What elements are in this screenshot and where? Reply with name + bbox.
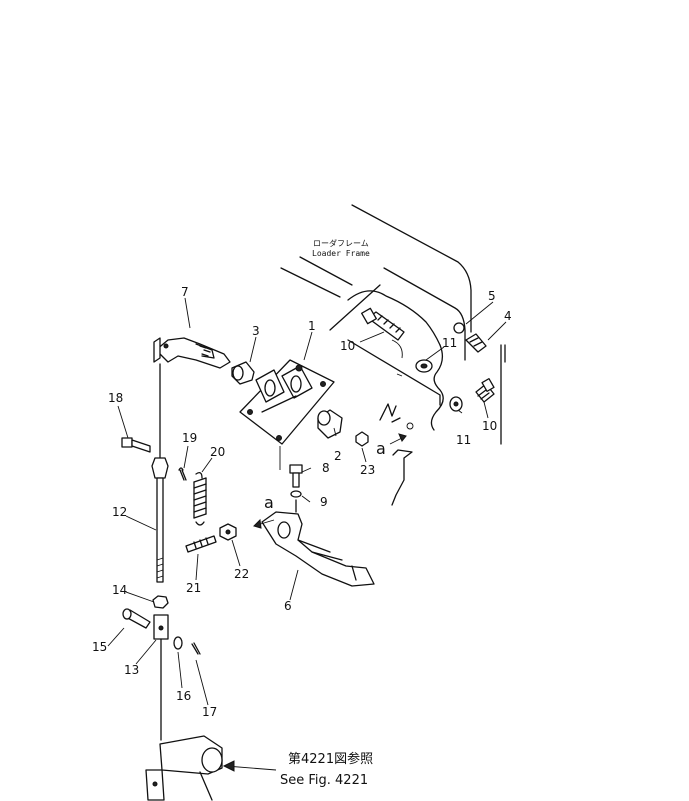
nut-11-right [449,396,463,412]
callout-12: 12 [112,505,127,519]
link-wire [379,403,414,430]
bushing-2 [317,409,343,439]
bolt-10-right [475,378,495,403]
callout-17: 17 [202,705,217,719]
callout-15: 15 [92,640,107,654]
see-fig-arrow [222,760,277,772]
bracket-1 [239,359,335,445]
connection-marker-right: a [376,439,386,458]
nut-11-upper [415,359,433,373]
callout-10-right: 10 [482,419,497,433]
washer-16 [173,636,183,650]
connection-arrow-right [389,433,407,445]
pin-15 [122,608,151,629]
bushing-3 [231,361,255,385]
callout-10-upper: 10 [340,339,355,353]
connection-marker-left: a [264,493,274,512]
leader-lines [107,297,507,706]
callout-9: 9 [320,495,328,509]
connection-arrow-left [253,518,275,529]
frame-label-japanese: ローダフレーム [313,238,369,248]
see-fig-english: See Fig. 4221 [280,773,368,788]
spring-20 [193,472,207,526]
nut-14 [152,595,169,609]
nut-23 [355,431,369,447]
bolt-21 [185,535,217,553]
callout-19: 19 [182,431,197,445]
see-fig-japanese: 第4221図参照 [288,751,373,767]
callout-6: 6 [284,599,292,613]
washer-9 [290,490,302,498]
callout-2: 2 [334,449,342,463]
bolt-4 [465,333,487,353]
callout-7: 7 [181,285,189,299]
lower-lever [145,735,223,801]
callout-21: 21 [186,581,201,595]
callout-3: 3 [252,324,260,338]
callout-16: 16 [176,689,191,703]
callout-23: 23 [360,463,375,477]
callout-22: 22 [234,567,249,581]
callout-18: 18 [108,391,123,405]
frame-label-english: Loader Frame [312,249,370,258]
callout-11-right: 11 [456,433,471,447]
bolt-18 [121,437,151,453]
callout-13: 13 [124,663,139,677]
bolt-10-upper [361,307,405,341]
lever-7 [153,337,231,369]
cotter-pin-19 [178,467,187,481]
callout-8: 8 [322,461,330,475]
nut-22 [219,523,237,541]
pedal-6 [261,499,375,587]
callout-4: 4 [504,309,512,323]
callout-5: 5 [488,289,496,303]
washer-5 [453,322,465,334]
callout-1: 1 [308,319,316,333]
cotter-pin-17 [191,642,201,655]
bolt-8 [289,464,303,488]
rod-12 [151,363,169,583]
callout-14: 14 [112,583,127,597]
clevis-13 [153,614,169,741]
loader-frame [280,204,506,506]
callout-20: 20 [210,445,225,459]
callout-11-upper: 11 [442,336,457,350]
